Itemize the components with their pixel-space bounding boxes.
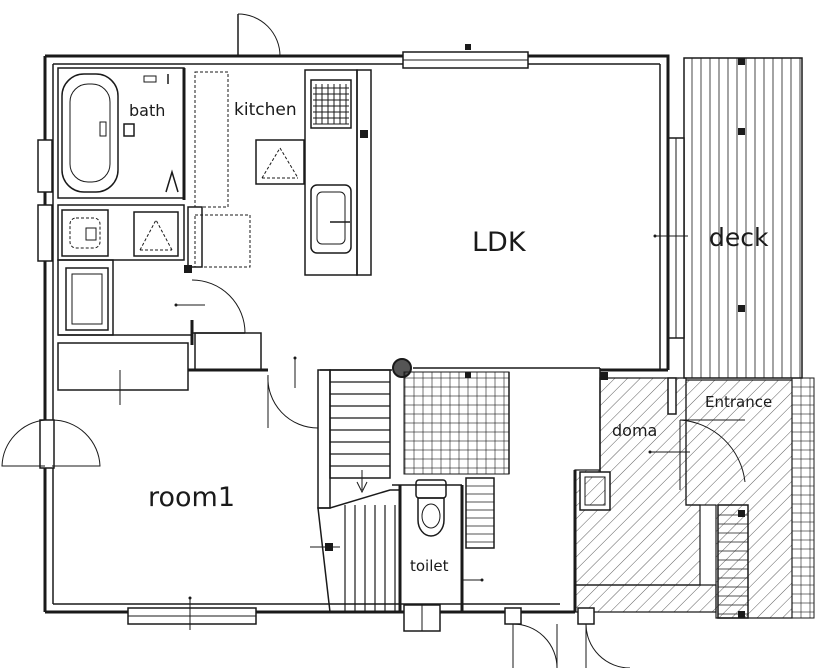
label-kitchen: kitchen (234, 100, 297, 120)
door-lavatory (191, 279, 246, 334)
label-doma: doma (612, 421, 657, 440)
markers (174, 234, 690, 630)
doma-floor (574, 372, 746, 613)
interior-walls (57, 67, 601, 612)
toilet-icon (415, 479, 447, 537)
sink-icon (310, 184, 352, 254)
deck-area (667, 57, 803, 379)
shower-drain-icon (133, 211, 179, 257)
stove-icon (310, 79, 352, 129)
label-bath: bath (129, 101, 165, 120)
label-toilet: toilet (410, 557, 449, 575)
label-ldk: LDK (472, 227, 527, 258)
fridge-icon (255, 139, 305, 185)
bath-faucet-icon (123, 74, 169, 137)
label-deck: deck (709, 223, 769, 252)
label-room1: room1 (148, 482, 235, 513)
staircase (317, 358, 412, 613)
kitchen-counter (187, 69, 372, 276)
entrance-floor (685, 377, 815, 619)
door-room1-top (267, 374, 319, 429)
label-entrance: Entrance (705, 393, 772, 411)
door-kitchen-top (237, 13, 281, 57)
window-bottom-room1 (127, 607, 257, 625)
bath-door-marker (165, 169, 179, 193)
window-top-ldk (402, 44, 529, 69)
bathtub-icon (61, 73, 119, 193)
deck-boards (691, 58, 801, 378)
laundry-sink-icon (65, 267, 109, 331)
door-room1-left (1, 419, 101, 469)
hall-tiles (403, 371, 510, 475)
toilet-counter (465, 477, 495, 549)
door-bottom-1 (504, 607, 631, 668)
door-toilet-bottom (403, 604, 441, 632)
window-bath (37, 139, 53, 262)
washbasin-icon (61, 209, 109, 257)
